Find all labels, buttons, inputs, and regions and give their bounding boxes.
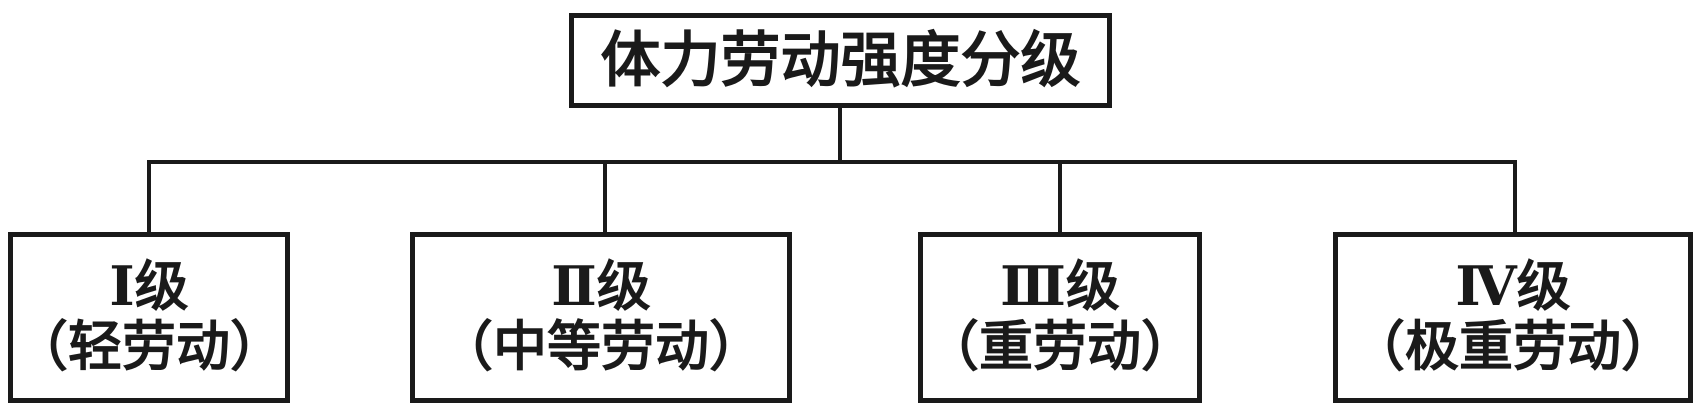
grade-1-label: Ⅰ级 <box>109 257 189 318</box>
connector-drop-grade-2 <box>603 160 607 234</box>
grade-1-description: （轻劳动） <box>14 316 284 377</box>
root-node-label: 体力劳动强度分级 <box>600 27 1081 94</box>
connector-drop-grade-3 <box>1058 160 1062 234</box>
connector-root-stem <box>838 105 842 164</box>
grade-2-label: Ⅱ级 <box>551 257 651 318</box>
connector-drop-grade-1 <box>147 160 151 234</box>
child-node-grade-2-moderate-labor: Ⅱ级 （中等劳动） <box>410 232 792 403</box>
child-node-grade-3-heavy-labor: Ⅲ级 （重劳动） <box>918 232 1202 403</box>
grade-3-label: Ⅲ级 <box>1000 257 1120 318</box>
grade-4-description: （极重劳动） <box>1351 316 1675 377</box>
grade-4-label: Ⅳ级 <box>1455 257 1571 318</box>
grade-2-description: （中等劳动） <box>439 316 763 377</box>
grade-3-description: （重劳动） <box>925 316 1195 377</box>
child-node-grade-1-light-labor: Ⅰ级 （轻劳动） <box>8 232 290 403</box>
connector-drop-grade-4 <box>1513 160 1517 234</box>
child-node-grade-4-extremely-heavy-labor: Ⅳ级 （极重劳动） <box>1333 232 1693 403</box>
connector-horizontal-line <box>147 160 1517 164</box>
root-node-labor-intensity-classification: 体力劳动强度分级 <box>569 13 1112 108</box>
